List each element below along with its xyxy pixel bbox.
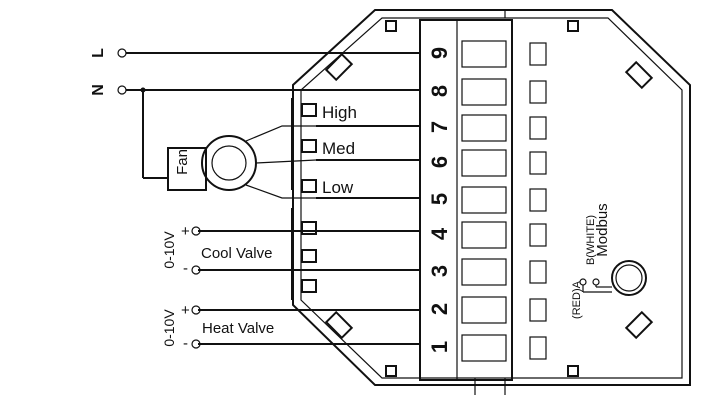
terminal-indicator-box — [529, 80, 547, 104]
heat-valve-plus: + — [181, 302, 190, 319]
terminal-slot — [461, 221, 507, 249]
terminal-slot — [461, 296, 507, 324]
fan-symbol: Fan — [167, 125, 317, 199]
cool-valve-signal: 0-10V — [161, 231, 177, 269]
terminal-indicator-box — [529, 42, 547, 66]
modbus-connector: Modbus B(WHITE) (RED)A — [571, 203, 647, 319]
cool-valve: + - 0-10V Cool Valve — [161, 223, 272, 277]
fan-label: Fan — [174, 149, 191, 175]
modbus-pin-b-label: B(WHITE) — [585, 215, 597, 265]
terminal-slot — [461, 258, 507, 286]
terminal-9: 9 — [427, 47, 452, 59]
fan-speed-labels: High Med Low — [322, 103, 357, 197]
wires — [126, 52, 420, 345]
terminal-2: 2 — [427, 303, 452, 315]
terminal-5: 5 — [427, 193, 452, 205]
heat-valve-minus: - — [183, 335, 188, 352]
speed-high-label: High — [322, 103, 357, 122]
terminal-indicator-box — [529, 298, 547, 322]
terminal-6: 6 — [427, 156, 452, 168]
cool-valve-plus: + — [181, 223, 190, 240]
left-pin-strip — [291, 98, 317, 300]
l-label: L — [90, 48, 107, 58]
terminal-slot — [461, 334, 507, 362]
terminal-4: 4 — [427, 227, 452, 240]
terminal-indicator-box — [529, 260, 547, 284]
terminal-slot — [461, 149, 507, 177]
terminal-3: 3 — [427, 265, 452, 277]
terminal-slot — [461, 40, 507, 68]
terminal-numbers: 9 8 7 6 5 4 3 2 1 — [427, 47, 452, 353]
modbus-label: Modbus — [594, 203, 611, 256]
terminal-indicator-box — [529, 223, 547, 247]
speed-low-label: Low — [322, 178, 354, 197]
terminal-1: 1 — [427, 341, 452, 353]
terminal-7: 7 — [427, 121, 452, 133]
supply-terminals: L N — [90, 48, 127, 96]
terminal-8: 8 — [427, 85, 452, 97]
terminal-indicator-box — [529, 188, 547, 212]
n-label: N — [90, 84, 107, 96]
terminal-slot — [461, 114, 507, 142]
terminal-slot — [461, 78, 507, 106]
terminal-indicator-box — [529, 336, 547, 360]
terminal-block — [419, 19, 547, 381]
cool-valve-minus: - — [183, 260, 188, 277]
modbus-pin-a-label: (RED)A — [571, 280, 583, 319]
speed-med-label: Med — [322, 139, 355, 158]
heat-valve-signal: 0-10V — [161, 309, 177, 347]
heat-valve: + - 0-10V Heat Valve — [161, 302, 274, 352]
terminal-indicator-box — [529, 116, 547, 140]
terminal-slot — [461, 186, 507, 214]
housing-outline — [292, 9, 691, 395]
terminal-indicator-box — [529, 151, 547, 175]
cool-valve-label: Cool Valve — [201, 245, 272, 262]
heat-valve-label: Heat Valve — [202, 320, 274, 337]
